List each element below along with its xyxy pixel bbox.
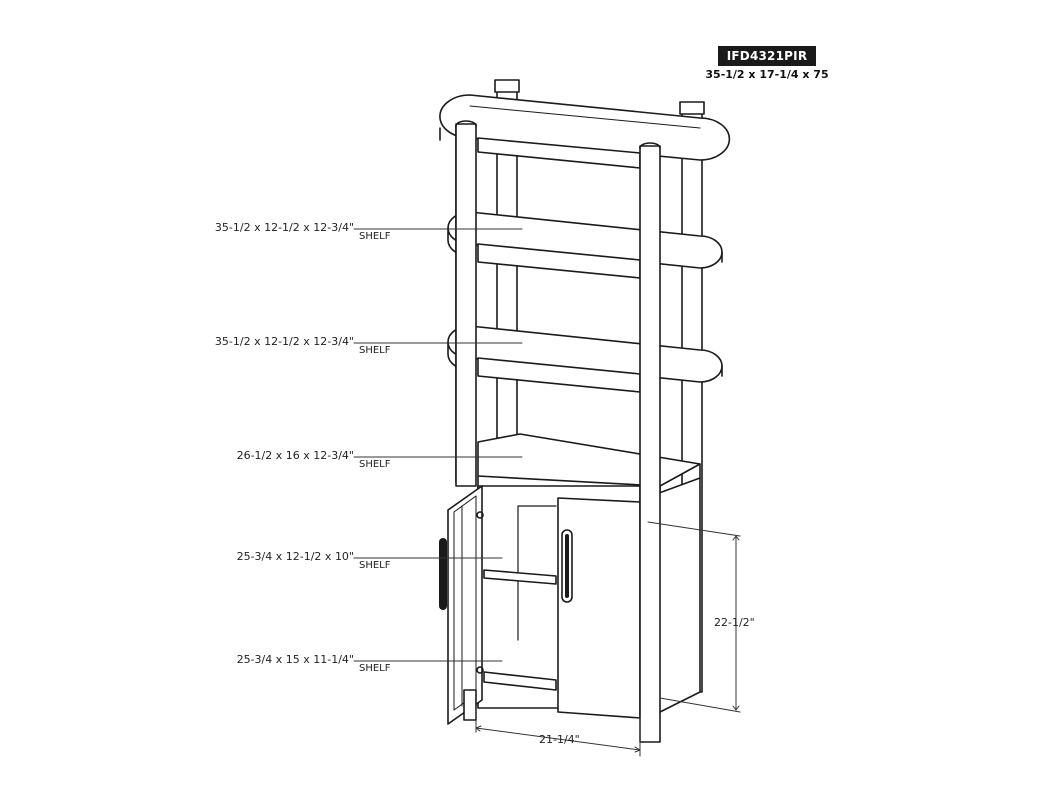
right-door (557, 497, 641, 719)
upper-shelf-2 (447, 325, 723, 393)
upper-shelf-1 (447, 211, 723, 279)
callout-2-dimensions: 35-1/2 x 12-1/2 x 12-3/4" (214, 335, 354, 348)
callout-lines (353, 228, 523, 662)
callout-2-part: SHELF (359, 345, 391, 356)
callout-4-dimensions: 25-3/4 x 12-1/2 x 10" (236, 550, 354, 563)
callout-5-part: SHELF (359, 663, 391, 674)
model-number-badge: IFD4321PIR (718, 46, 816, 66)
callout-4-part: SHELF (359, 560, 391, 571)
callout-3-dimensions: 26-1/2 x 16 x 12-3/4" (236, 449, 354, 462)
cabinet-height-label: 22-1/2" (714, 616, 755, 629)
front-posts (455, 120, 661, 743)
dimension-lines (475, 521, 741, 757)
left-door (439, 485, 484, 725)
callout-1-dimensions: 35-1/2 x 12-1/2 x 12-3/4" (214, 221, 354, 234)
overall-dimensions: 35-1/2 x 17-1/4 x 75 (705, 68, 829, 81)
callout-5-dimensions: 25-3/4 x 15 x 11-1/4" (236, 653, 354, 666)
callout-1-part: SHELF (359, 231, 391, 242)
cabinet-width-label: 21-1/4" (539, 733, 580, 746)
callout-3-part: SHELF (359, 459, 391, 470)
